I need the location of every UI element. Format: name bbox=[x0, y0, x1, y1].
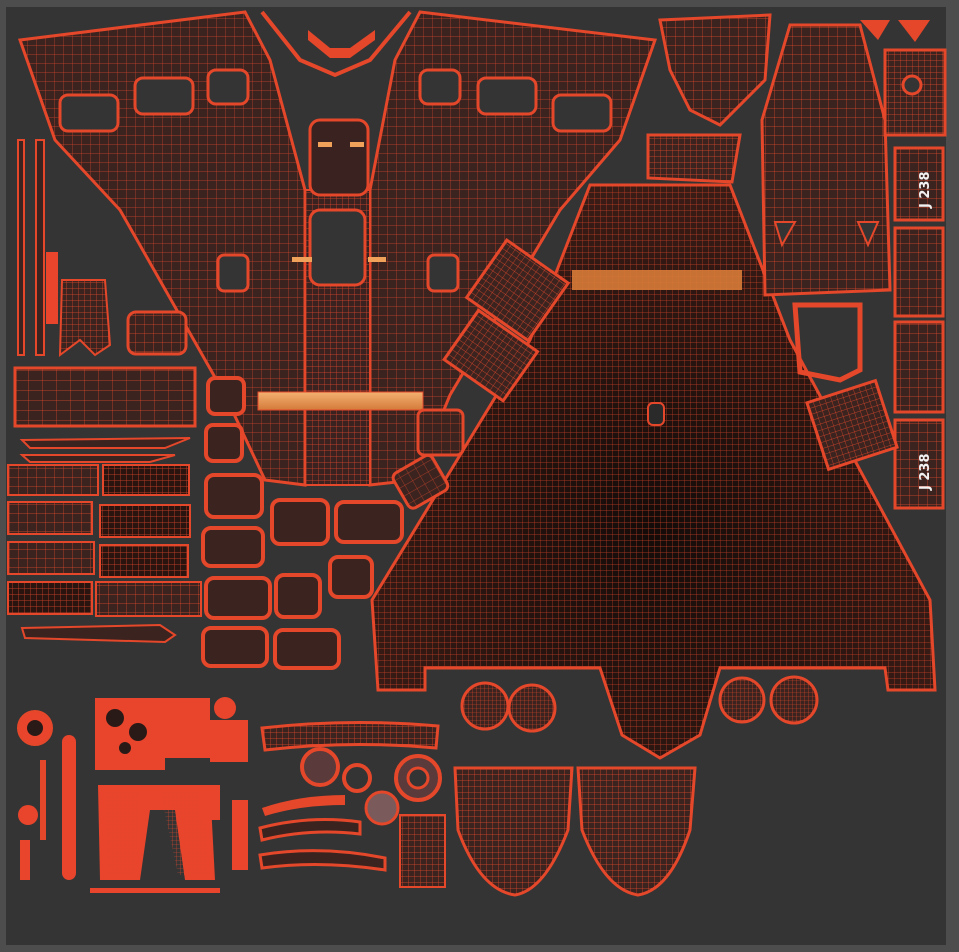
upper-wing-shell bbox=[17, 10, 658, 487]
detail-parts-cluster bbox=[17, 697, 248, 893]
lower-hull-shell bbox=[370, 183, 937, 760]
left-strip-parts bbox=[13, 139, 197, 463]
vertical-fin-part bbox=[760, 23, 892, 383]
curved-strips-and-rings bbox=[258, 720, 446, 888]
left-grid-panels bbox=[7, 464, 202, 644]
canopy-part bbox=[646, 13, 772, 184]
engine-discs bbox=[460, 675, 819, 733]
slanted-panels bbox=[390, 238, 571, 511]
tail-marking-top: J 238 bbox=[918, 172, 933, 210]
window-frames bbox=[201, 376, 404, 670]
tail-marking-bottom: J 238 bbox=[918, 454, 933, 492]
top-right-small-parts bbox=[860, 20, 947, 137]
nose-cone-parts bbox=[453, 766, 697, 897]
tail-marking-panels bbox=[805, 146, 945, 510]
